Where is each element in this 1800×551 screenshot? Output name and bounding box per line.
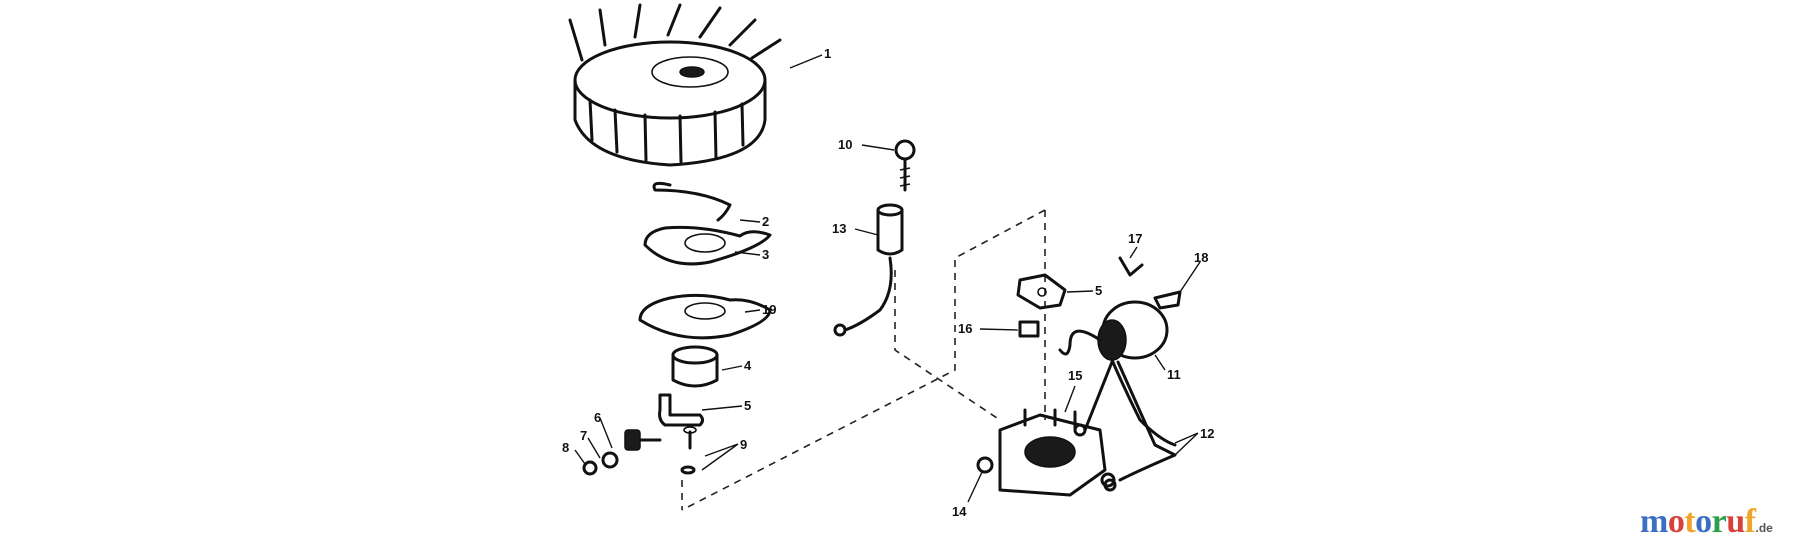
callout-14: 14 bbox=[952, 504, 967, 519]
callout-7: 7 bbox=[580, 428, 587, 443]
coil-part bbox=[1058, 300, 1169, 361]
points-assembly-part bbox=[582, 429, 662, 476]
screw-part bbox=[894, 139, 916, 192]
spring-clip-part bbox=[652, 181, 732, 222]
leads-part bbox=[1073, 358, 1177, 492]
bracket-part-left bbox=[658, 393, 704, 427]
motoruf-logo: motoruf.de bbox=[1640, 503, 1773, 545]
callout-12: 12 bbox=[1200, 426, 1214, 441]
logo-letter: o bbox=[1695, 503, 1712, 540]
logo-suffix: .de bbox=[1755, 521, 1773, 535]
breaker-box-part bbox=[976, 408, 1116, 497]
bracket-hole bbox=[1037, 287, 1047, 297]
leader-lines bbox=[574, 54, 1201, 503]
plate-part bbox=[638, 293, 772, 340]
screw-washer-part bbox=[680, 426, 697, 475]
callout-5-right: 5 bbox=[1095, 283, 1102, 298]
callout-11: 11 bbox=[1167, 367, 1181, 382]
callout-8: 8 bbox=[562, 440, 569, 455]
callout-4: 4 bbox=[744, 358, 752, 373]
callout-10: 10 bbox=[838, 137, 852, 152]
logo-letter: u bbox=[1726, 503, 1745, 540]
logo-letter: o bbox=[1667, 503, 1685, 540]
small-spring-part bbox=[1118, 256, 1144, 277]
logo-letter: f bbox=[1744, 503, 1756, 540]
callout-16: 16 bbox=[958, 321, 972, 336]
callout-13: 13 bbox=[832, 221, 846, 236]
callout-2: 2 bbox=[762, 214, 769, 229]
assembly-dashed-lines bbox=[681, 209, 1046, 511]
logo-letter: t bbox=[1684, 503, 1696, 540]
washer-part bbox=[643, 225, 772, 266]
condenser-part bbox=[833, 203, 904, 337]
logo-wordmark: motoruf bbox=[1640, 503, 1756, 540]
callout-1: 1 bbox=[824, 46, 831, 61]
bushing-part bbox=[671, 345, 719, 388]
flywheel-part bbox=[568, 3, 782, 167]
callout-19: 19 bbox=[762, 302, 776, 317]
clip-part bbox=[1153, 290, 1182, 310]
logo-letter: r bbox=[1711, 503, 1727, 540]
block-part bbox=[1018, 320, 1040, 338]
callout-9: 9 bbox=[740, 437, 747, 452]
callout-5-left: 5 bbox=[744, 398, 751, 413]
callout-6: 6 bbox=[594, 410, 601, 425]
callout-17: 17 bbox=[1128, 231, 1142, 246]
callout-15: 15 bbox=[1068, 368, 1082, 383]
bracket-part-right bbox=[1016, 273, 1067, 310]
logo-letter: m bbox=[1640, 503, 1668, 540]
callout-3: 3 bbox=[762, 247, 769, 262]
callout-labels: 1 2 3 19 4 5 9 6 7 8 10 13 17 18 5 16 15… bbox=[562, 46, 1214, 519]
callout-18: 18 bbox=[1194, 250, 1208, 265]
